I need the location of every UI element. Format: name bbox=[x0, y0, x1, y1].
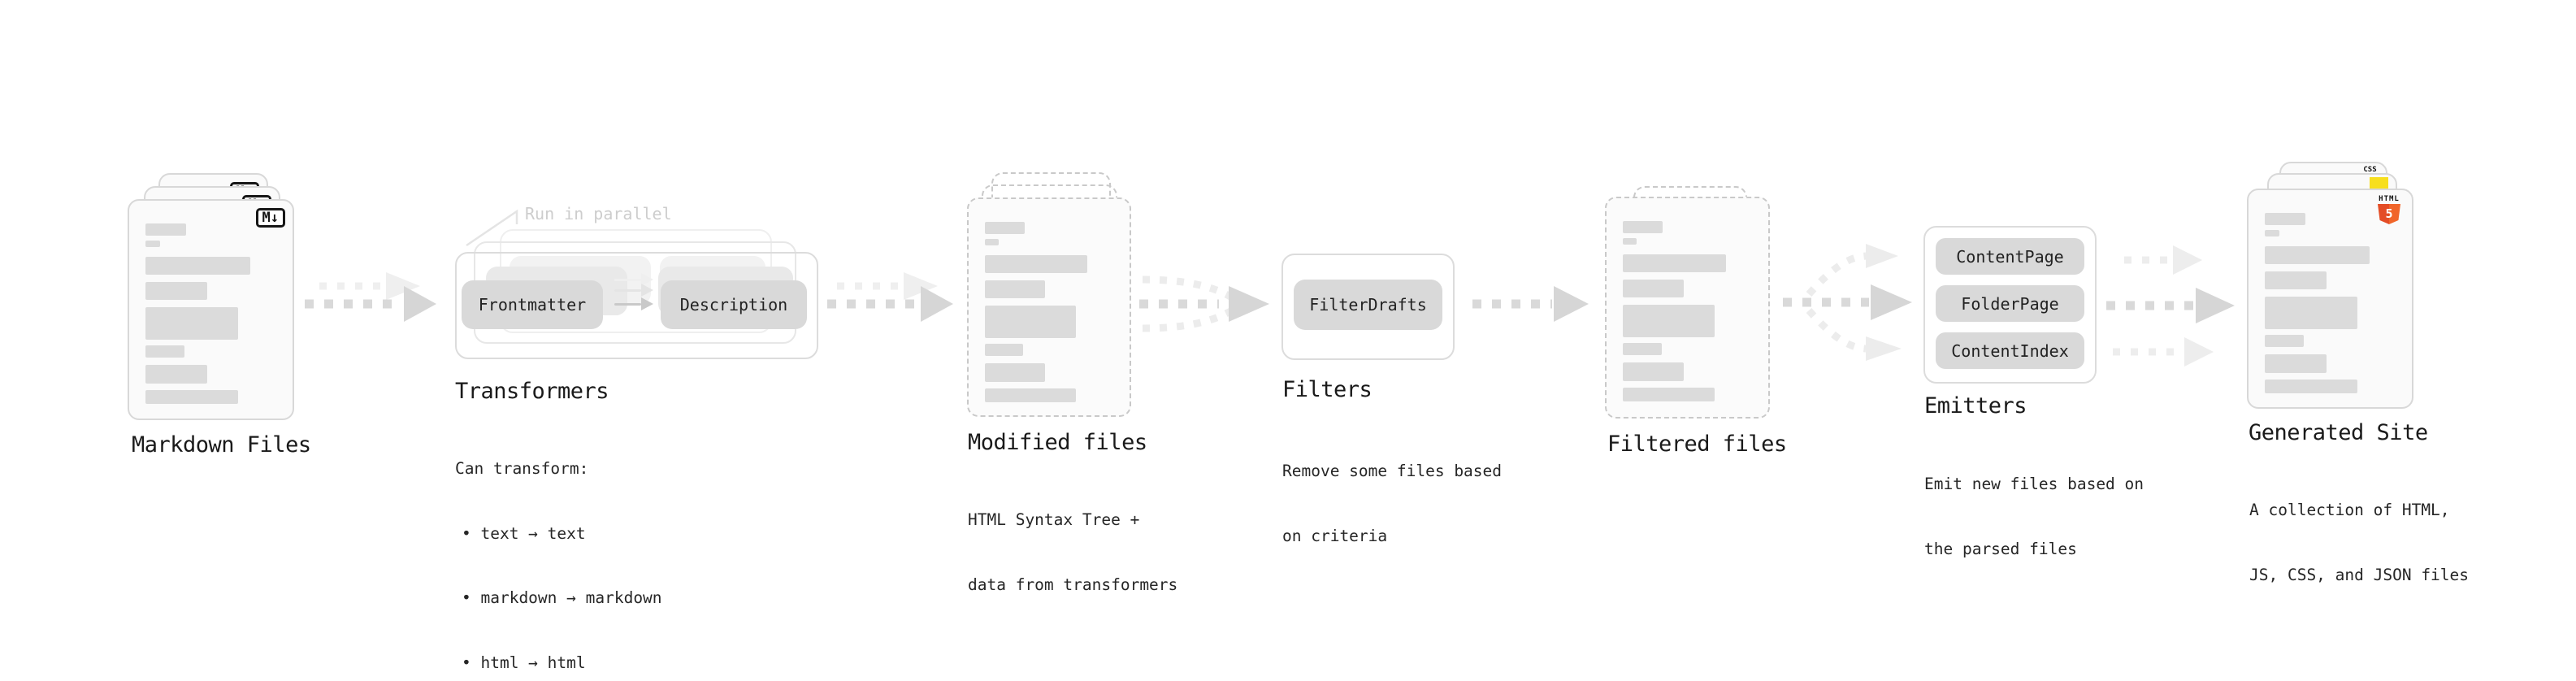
markdown-files-stack: M↓ M↓ M↓ bbox=[128, 173, 294, 420]
modified-files-label: Modified files bbox=[968, 430, 1147, 455]
description-line: HTML Syntax Tree + bbox=[968, 510, 1140, 529]
html5-icon-word: HTML bbox=[2379, 195, 2400, 203]
transformers-label: Transformers bbox=[455, 379, 609, 404]
markdown-file-card-front: M↓ bbox=[128, 199, 294, 420]
mini-arrow-icon bbox=[614, 273, 653, 286]
arrow-transformers-to-modified bbox=[827, 272, 953, 322]
modified-files-stack bbox=[967, 172, 1131, 417]
modified-file-card-front bbox=[967, 197, 1131, 417]
description-line: on criteria bbox=[1282, 526, 1388, 545]
transformers-stack: Frontmatter Description bbox=[455, 229, 818, 362]
run-in-parallel-annotation: Run in parallel bbox=[525, 204, 672, 223]
description-line: data from transformers bbox=[968, 575, 1178, 594]
emitters-label: Emitters bbox=[1924, 393, 2027, 419]
generated-site-stack: CSS HTML 5 bbox=[2247, 162, 2413, 409]
javascript-icon bbox=[2370, 177, 2388, 189]
description-transformer-pill: Description bbox=[661, 280, 807, 329]
arrow-markdown-to-transformers bbox=[305, 272, 436, 322]
transform-bullet: • text → text bbox=[462, 523, 586, 543]
html-file-card-front: HTML 5 bbox=[2247, 189, 2413, 409]
markdown-icon: M↓ bbox=[255, 208, 285, 228]
contentindex-emitter-pill: ContentIndex bbox=[1936, 332, 2084, 369]
description-line: the parsed files bbox=[1924, 539, 2077, 558]
arrow-filters-to-filtered bbox=[1472, 286, 1589, 322]
run-in-parallel-leader-line bbox=[466, 209, 518, 247]
frontmatter-transformer-pill: Frontmatter bbox=[462, 280, 603, 329]
css-icon-label: CSS bbox=[2363, 166, 2377, 174]
mini-arrow-icon bbox=[614, 297, 653, 310]
arrow-filtered-to-emitters bbox=[1783, 244, 1912, 361]
filtered-files-label: Filtered files bbox=[1607, 432, 1787, 457]
generated-site-description: A collection of HTML, JS, CSS, and JSON … bbox=[2249, 457, 2469, 629]
html5-icon: HTML 5 bbox=[2378, 195, 2400, 224]
description-line: Emit new files based on bbox=[1924, 475, 2144, 493]
filtered-file-card-front bbox=[1605, 197, 1770, 419]
description-line: JS, CSS, and JSON files bbox=[2249, 565, 2470, 584]
generated-site-label: Generated Site bbox=[2249, 420, 2428, 445]
filters-label: Filters bbox=[1282, 377, 1373, 402]
text-skeleton-bars bbox=[2265, 213, 2396, 393]
emitters-description: Emit new files based on the parsed files bbox=[1924, 431, 2144, 603]
arrow-emitters-to-generated-middle bbox=[2106, 288, 2235, 323]
markdown-files-label: Markdown Files bbox=[132, 432, 311, 458]
transform-bullet: • markdown → markdown bbox=[462, 588, 662, 607]
arrow-emitters-to-generated-bottom bbox=[2113, 337, 2214, 367]
arrow-emitters-to-generated-top bbox=[2124, 245, 2202, 275]
transformers-description: Can transform: • text → text • markdown … bbox=[455, 415, 662, 681]
can-transform-title: Can transform: bbox=[455, 459, 589, 478]
transformer-layer-front bbox=[455, 252, 818, 359]
description-line: A collection of HTML, bbox=[2249, 501, 2450, 519]
mini-arrow-icon bbox=[614, 284, 653, 297]
filters-description: Remove some files based on criteria bbox=[1282, 418, 1502, 590]
text-skeleton-bars bbox=[985, 222, 1113, 402]
contentpage-emitter-pill: ContentPage bbox=[1936, 238, 2084, 275]
filters-panel: FilterDrafts bbox=[1281, 254, 1455, 360]
text-skeleton-bars bbox=[145, 223, 276, 404]
modified-files-description: HTML Syntax Tree + data from transformer… bbox=[968, 466, 1177, 639]
filtered-files-stack bbox=[1605, 186, 1770, 419]
text-skeleton-bars bbox=[1623, 221, 1752, 401]
emitters-panel: ContentPage FolderPage ContentIndex bbox=[1923, 226, 2097, 384]
filterdrafts-pill: FilterDrafts bbox=[1294, 280, 1442, 330]
html5-icon-shield: 5 bbox=[2378, 204, 2400, 224]
description-line: Remove some files based bbox=[1282, 462, 1503, 480]
transform-bullet: • html → html bbox=[462, 653, 586, 672]
folderpage-emitter-pill: FolderPage bbox=[1936, 285, 2084, 322]
arrow-modified-to-filters bbox=[1139, 275, 1269, 332]
